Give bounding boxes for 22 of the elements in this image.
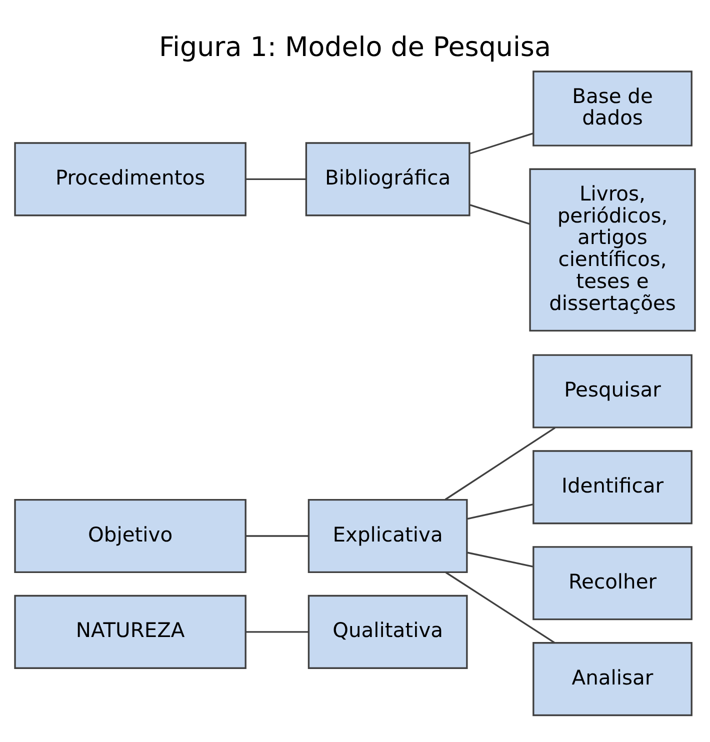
- connector: [444, 426, 556, 500]
- node-box: Bibliográfica: [305, 142, 470, 216]
- connector: [246, 534, 308, 536]
- connector: [246, 178, 306, 180]
- node-box: NATUREZA: [14, 594, 246, 668]
- connector: [470, 204, 530, 224]
- node-box: Analisar: [532, 642, 692, 716]
- node-box: Base de dados: [532, 70, 692, 146]
- node-box: Identificar: [532, 450, 692, 524]
- connector: [467, 551, 533, 567]
- connector: [467, 503, 533, 520]
- node-box: Procedimentos: [14, 142, 246, 216]
- node-box: Livros, periódicos, artigos científicos, teses e dissertações: [529, 168, 696, 332]
- node-box: Qualitativa: [308, 594, 468, 668]
- node-box: Objetivo: [14, 498, 246, 573]
- diagram-title: Figura 1: Modelo de Pesquisa: [159, 32, 551, 63]
- connector: [246, 630, 308, 632]
- node-box: Pesquisar: [532, 354, 692, 428]
- connector: [445, 571, 555, 643]
- node-box: Recolher: [532, 546, 692, 620]
- connector: [470, 132, 534, 154]
- node-box: Explicativa: [308, 498, 468, 573]
